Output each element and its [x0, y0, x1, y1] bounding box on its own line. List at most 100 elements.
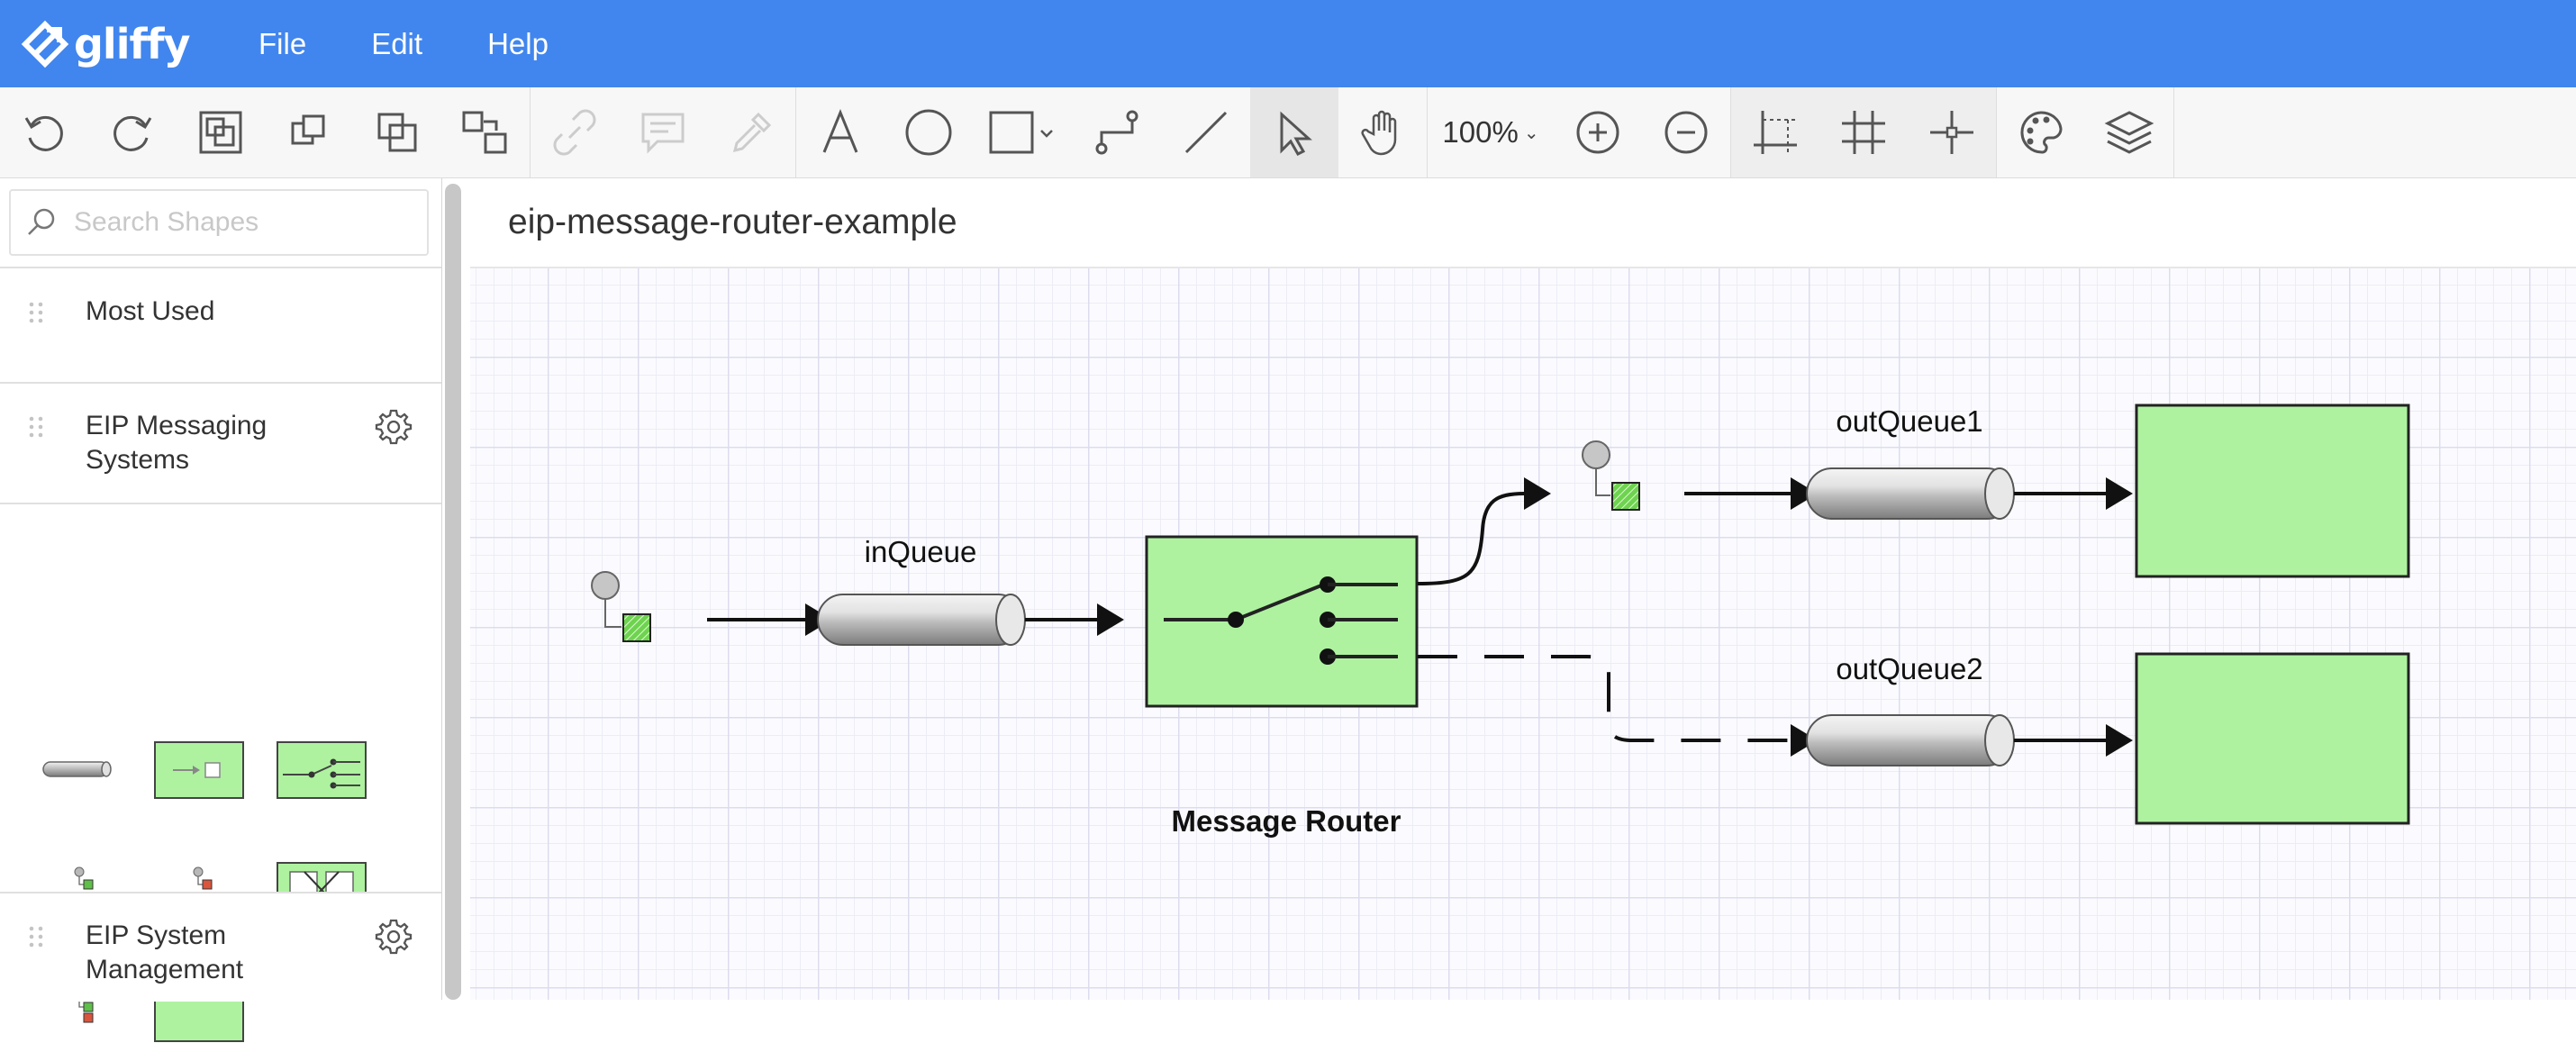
target-system-1[interactable]	[2135, 404, 2410, 578]
gear-icon[interactable]	[374, 917, 413, 957]
zoom-out-button[interactable]	[1642, 87, 1730, 177]
pan-tool-icon	[1361, 110, 1397, 156]
layers-icon	[2104, 111, 2154, 154]
toolbar-group-link	[531, 87, 796, 177]
zoom-dropdown[interactable]: 100% ⌄	[1428, 87, 1554, 177]
search-icon	[28, 208, 55, 235]
search-shapes-input[interactable]	[72, 206, 418, 239]
theme-button[interactable]	[1997, 87, 2085, 177]
toolbar-group-draw	[796, 87, 1428, 177]
arrange-icon	[462, 111, 507, 154]
line-tool-button[interactable]	[1162, 87, 1250, 177]
section-title-most-used: Most Used	[86, 296, 215, 326]
link-icon	[553, 109, 596, 156]
pan-tool-button[interactable]	[1338, 87, 1427, 177]
arrange-button[interactable]	[441, 87, 530, 177]
toolbar-group-grid	[1731, 87, 1997, 177]
zoom-in-icon	[1576, 111, 1619, 154]
section-eip-system-management[interactable]: EIP System Management	[0, 892, 441, 1002]
text-tool-button[interactable]	[796, 87, 884, 177]
section-eip-messaging-systems[interactable]: EIP Messaging Systems	[0, 382, 441, 504]
guides-icon	[1930, 111, 1973, 154]
shape-message-green[interactable]	[72, 865, 95, 893]
message-router[interactable]	[1145, 535, 1419, 708]
send-backward-button[interactable]	[353, 87, 441, 177]
drag-handle-icon[interactable]	[27, 416, 50, 440]
connector-tool-button[interactable]	[1074, 87, 1162, 177]
zoom-in-button[interactable]	[1554, 87, 1642, 177]
rectangle-tool-button[interactable]	[973, 87, 1074, 177]
chevron-down-icon: ⌄	[1523, 122, 1539, 143]
pointer-tool-button[interactable]	[1250, 87, 1338, 177]
drag-handle-icon[interactable]	[27, 926, 50, 949]
zoom-level: 100%	[1442, 115, 1519, 149]
section-most-used[interactable]: Most Used	[0, 267, 441, 357]
ellipse-tool-button[interactable]	[884, 87, 973, 177]
arrowhead	[1791, 724, 1818, 757]
toolbar-group-edit	[0, 87, 531, 177]
zoom-out-icon	[1664, 111, 1708, 154]
gear-icon[interactable]	[374, 407, 413, 447]
connector-router-to-outqueue2[interactable]	[1418, 655, 1791, 742]
gliffy-logo[interactable]: gliffy	[20, 0, 191, 87]
diagram-canvas[interactable]: inQueue Message Router	[470, 268, 2576, 1000]
search-shapes-box[interactable]	[9, 189, 429, 256]
undo-icon	[24, 115, 63, 151]
send-backward-icon	[377, 113, 417, 152]
toolbar-group-view	[1997, 87, 2174, 177]
layers-button[interactable]	[2085, 87, 2173, 177]
router-label[interactable]: Message Router	[1172, 804, 1401, 838]
toolbar-group-zoom: 100% ⌄	[1428, 87, 1731, 177]
undo-button[interactable]	[0, 87, 88, 177]
ellipse-tool-icon	[905, 109, 952, 156]
eyedropper-button[interactable]	[707, 87, 795, 177]
arrowhead	[2106, 724, 2133, 757]
document-title[interactable]: eip-message-router-example	[508, 203, 957, 241]
pointer-tool-icon	[1280, 111, 1312, 156]
guides-button[interactable]	[1908, 87, 1996, 177]
shape-channel[interactable]	[40, 755, 115, 785]
shape-message-router[interactable]	[276, 740, 367, 800]
grid-icon	[1842, 111, 1885, 154]
shape-message-endpoint[interactable]	[153, 740, 245, 800]
diagram: inQueue Message Router	[591, 404, 2410, 838]
menu-help[interactable]: Help	[487, 26, 549, 60]
group-icon	[199, 111, 242, 154]
menu-edit[interactable]: Edit	[371, 26, 423, 60]
group-button[interactable]	[177, 87, 265, 177]
drag-handle-icon[interactable]	[27, 302, 50, 325]
bring-forward-button[interactable]	[265, 87, 353, 177]
arrowhead	[2106, 477, 2133, 510]
app-header: gliffy File Edit Help	[0, 0, 2576, 87]
link-button[interactable]	[531, 87, 619, 177]
text-tool-icon	[822, 109, 858, 153]
connector-tool-icon	[1095, 110, 1138, 155]
theme-palette-icon	[2020, 111, 2063, 154]
grid-button[interactable]	[1819, 87, 1908, 177]
main-toolbar: 100% ⌄	[0, 87, 2576, 178]
inqueue-label[interactable]: inQueue	[865, 535, 977, 568]
comment-button[interactable]	[619, 87, 707, 177]
redo-icon	[113, 115, 152, 151]
bring-forward-icon	[291, 114, 325, 145]
menu-file[interactable]: File	[259, 26, 307, 60]
comment-icon	[641, 113, 685, 154]
target-system-2[interactable]	[2135, 652, 2410, 825]
rectangle-tool-icon	[989, 111, 1053, 154]
connector-router-to-message[interactable]	[1417, 492, 1525, 585]
inbound-message[interactable]	[591, 571, 651, 642]
shape-message-red[interactable]	[191, 865, 214, 893]
document-title-bar: eip-message-router-example	[470, 178, 2576, 268]
outqueue1-channel[interactable]	[1806, 467, 2015, 520]
gliffy-logo-icon	[21, 20, 69, 68]
inqueue-channel[interactable]	[817, 594, 1026, 646]
outqueue1-label[interactable]: outQueue1	[1836, 404, 1982, 438]
sidebar-scrollbar[interactable]	[445, 184, 461, 1000]
outqueue2-label[interactable]: outQueue2	[1836, 652, 1982, 685]
arrowhead	[1097, 603, 1124, 636]
outqueue2-channel[interactable]	[1806, 714, 2015, 766]
outbound-message[interactable]	[1582, 440, 1640, 511]
section-title-eip-system-management: EIP System Management	[86, 921, 244, 984]
redo-button[interactable]	[88, 87, 177, 177]
snap-to-grid-button[interactable]	[1731, 87, 1819, 177]
